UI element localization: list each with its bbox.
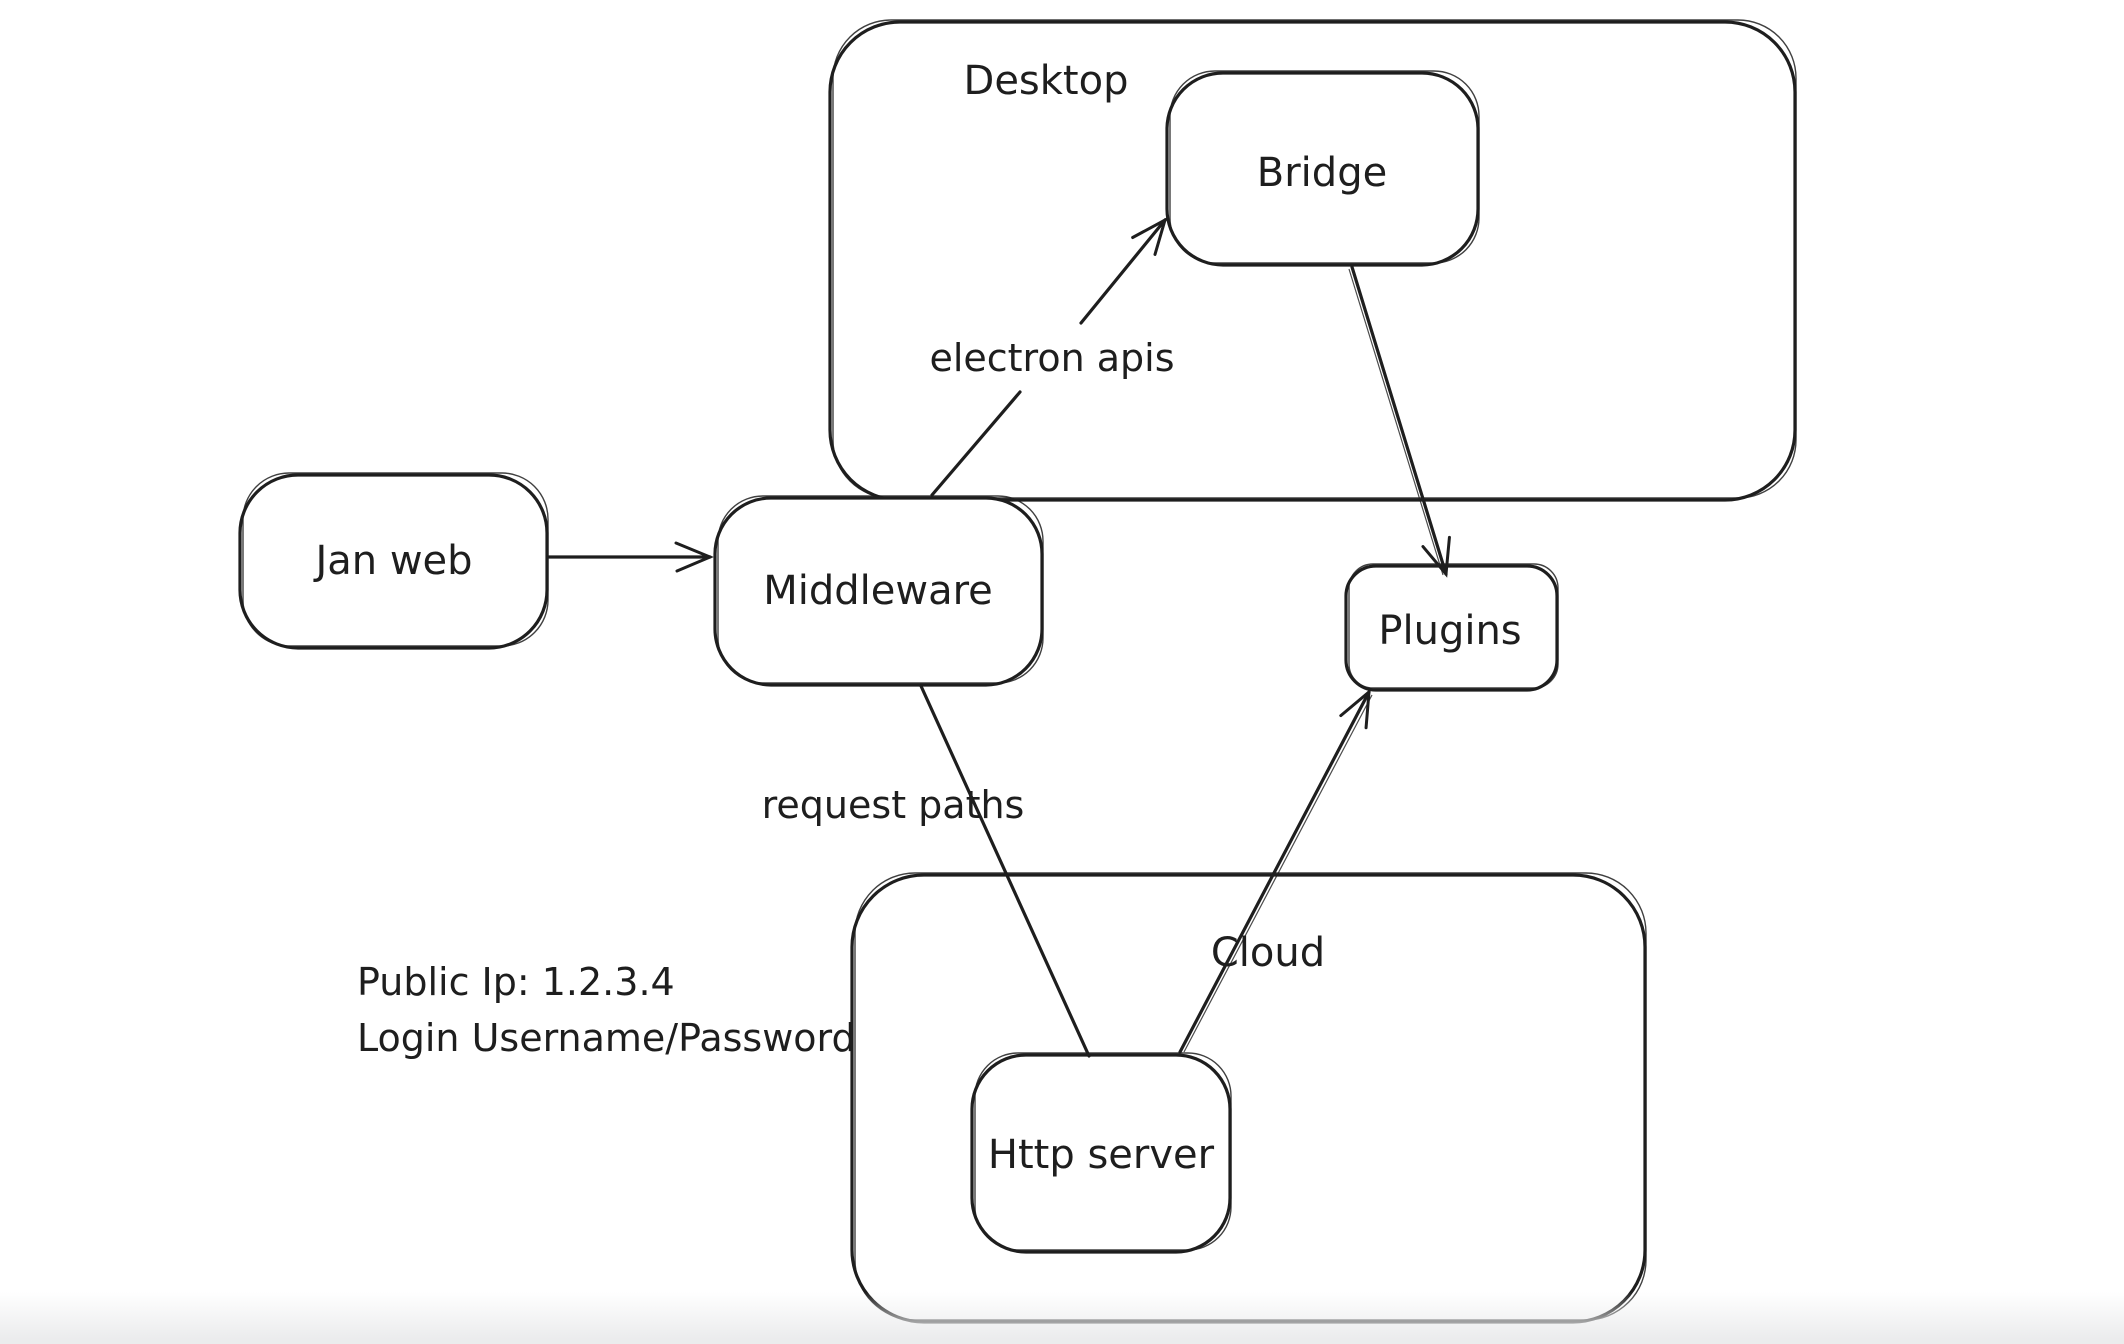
annotation-login[interactable]: Login Username/Password	[357, 1016, 856, 1060]
plugins-node[interactable]	[1344, 563, 1559, 692]
edge-httpserver-to-plugins-line-echo	[1183, 694, 1373, 1053]
http-server-node-label: Http server	[988, 1132, 1215, 1178]
edge-middleware-to-bridge-segment-upper	[1079, 216, 1168, 325]
jan-web-node-label: Jan web	[312, 538, 472, 584]
middleware-node-outline-echo	[717, 495, 1044, 684]
http-server-node-outline	[970, 1053, 1232, 1254]
jan-web-node[interactable]	[238, 472, 549, 650]
edge-bridge-to-plugins-line	[1350, 265, 1451, 578]
plugins-node-outline	[1344, 564, 1559, 692]
http-server-node[interactable]	[970, 1052, 1232, 1254]
plugins-node-label: Plugins	[1378, 608, 1521, 654]
edge-httpserver-to-plugins-line	[1178, 688, 1371, 1054]
middleware-node-outline	[713, 496, 1044, 687]
edge-httpserver-to-plugins-arrow[interactable]	[1178, 688, 1373, 1054]
bridge-node-outline-echo	[1169, 70, 1480, 264]
bridge-node-outline	[1165, 71, 1480, 267]
http-server-node-outline-echo	[974, 1052, 1232, 1251]
edge-bridge-to-plugins-line-echo	[1348, 268, 1444, 576]
bridge-node[interactable]	[1165, 70, 1480, 267]
desktop-container-label[interactable]: Desktop	[964, 58, 1129, 104]
jan-web-node-outline-echo	[242, 472, 549, 647]
desktop-container-outline-echo	[832, 19, 1797, 499]
middleware-node-label: Middleware	[763, 568, 993, 614]
edge-middleware-to-bridge-arrow[interactable]	[930, 216, 1168, 497]
jan-web-node-outline	[238, 473, 549, 650]
annotation-public-ip[interactable]: Public Ip: 1.2.3.4	[357, 960, 675, 1004]
cloud-container-label[interactable]: Cloud	[1211, 930, 1325, 976]
edge-bridge-to-plugins-arrow[interactable]	[1348, 265, 1451, 578]
bridge-node-label: Bridge	[1257, 150, 1387, 196]
edge-middleware-to-bridge-segment-lower	[930, 390, 1022, 497]
middleware-node[interactable]	[713, 495, 1044, 687]
edge-request-paths-label[interactable]: request paths	[762, 783, 1025, 827]
edge-middleware-to-httpserver-line[interactable]	[919, 684, 1091, 1058]
edge-electron-apis-label[interactable]: electron apis	[929, 336, 1174, 380]
plugins-node-outline-echo	[1348, 563, 1559, 689]
